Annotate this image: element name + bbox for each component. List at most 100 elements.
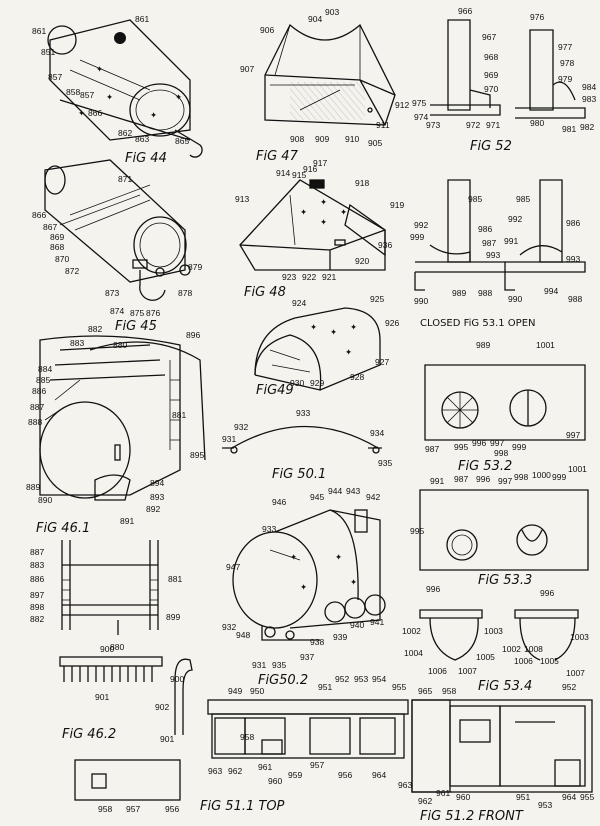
label: 939 (333, 632, 347, 642)
figure-caption: FiG 50.1 (272, 467, 326, 482)
figure-caption: FiG 53.3 (478, 573, 532, 588)
label: 923 (282, 272, 296, 282)
label: 916 (303, 164, 317, 174)
label: 976 (530, 12, 544, 22)
label: 866 (32, 210, 46, 220)
label: 895 (190, 450, 204, 460)
label: 948 (236, 630, 250, 640)
label: 913 (235, 194, 249, 204)
label: 881 (168, 574, 182, 584)
label: 861 (135, 14, 149, 24)
label: 873 (105, 288, 119, 298)
label: 866 (88, 108, 102, 118)
label: 900 (100, 644, 114, 654)
label: 870 (55, 254, 69, 264)
svg-text:✦: ✦ (310, 322, 318, 332)
label: 975 (412, 98, 426, 108)
label: 1007 (566, 668, 585, 678)
label: 943 (346, 486, 360, 496)
label: 925 (370, 294, 384, 304)
label: 967 (482, 32, 496, 42)
label: 910 (345, 134, 359, 144)
figure-51-1-section (207, 699, 409, 759)
label: 937 (300, 652, 314, 662)
label: 958 (98, 804, 112, 814)
label: 979 (558, 74, 572, 84)
label: 958 (240, 732, 254, 742)
label: 901 (160, 734, 174, 744)
label: 858 (66, 87, 80, 97)
svg-text:✦: ✦ (330, 327, 338, 337)
label: 984 (582, 82, 596, 92)
figure-53-4 (419, 609, 579, 661)
label: 938 (310, 637, 324, 647)
label: 885 (36, 375, 50, 385)
label: 912 (395, 100, 409, 110)
label: 876 (146, 308, 160, 318)
label: 987 (454, 474, 468, 484)
label: 872 (65, 266, 79, 276)
label: 980 (530, 118, 544, 128)
label: 900 (170, 674, 184, 684)
label: 1001 (568, 464, 587, 474)
label: 945 (310, 492, 324, 502)
label: 997 (498, 476, 512, 486)
svg-text:✦: ✦ (335, 552, 343, 562)
label: 936 (378, 240, 392, 250)
label: 952 (562, 682, 576, 692)
label: 969 (484, 70, 498, 80)
star-mark: ✦ (78, 108, 86, 118)
figure-49: ✦✦ ✦✦ (254, 307, 381, 391)
label: 883 (70, 338, 84, 348)
figure-caption: FiG 46.2 (62, 727, 116, 742)
label: 907 (240, 64, 254, 74)
label: 991 (430, 476, 444, 486)
label: 903 (325, 7, 339, 17)
label: 940 (350, 620, 364, 630)
label: 899 (166, 612, 180, 622)
label: 883 (30, 560, 44, 570)
figure-caption: FiG 51.2 FRONT (420, 809, 524, 824)
label: 931 (222, 434, 236, 444)
label: 857 (48, 72, 62, 82)
label: 1007 (458, 666, 477, 676)
label: 981 (562, 124, 576, 134)
label: 972 (466, 120, 480, 130)
label: 901 (95, 692, 109, 702)
figure-53-3 (419, 489, 589, 571)
label: 973 (426, 120, 440, 130)
label: 958 (442, 686, 456, 696)
label: 868 (50, 242, 64, 252)
label: 1003 (484, 626, 503, 636)
label: 947 (226, 562, 240, 572)
label: 919 (390, 200, 404, 210)
label: 990 (414, 296, 428, 306)
label: 880 (113, 340, 127, 350)
label: 886 (32, 386, 46, 396)
label: 931 (252, 660, 266, 670)
label: 905 (368, 138, 382, 148)
label: 971 (486, 120, 500, 130)
label: 906 (260, 25, 274, 35)
svg-text:✦: ✦ (320, 217, 328, 227)
label: 963 (208, 766, 222, 776)
label: 953 (538, 800, 552, 810)
label: 933 (262, 524, 276, 534)
label: 881 (172, 410, 186, 420)
label: 932 (222, 622, 236, 632)
label: 875 (130, 308, 144, 318)
label: 893 (150, 492, 164, 502)
label: 904 (308, 14, 322, 24)
label: 992 (414, 220, 428, 230)
label: 865 (175, 136, 189, 146)
label: 990 (508, 294, 522, 304)
label: 915 (292, 170, 306, 180)
figure-caption: FiG 52 (470, 139, 512, 154)
figure-46-2-comb (59, 656, 193, 735)
label: 935 (378, 458, 392, 468)
label: 880 (110, 642, 124, 652)
label: 951 (516, 792, 530, 802)
label: 924 (292, 298, 306, 308)
label: 909 (315, 134, 329, 144)
svg-text:✦: ✦ (106, 92, 114, 102)
